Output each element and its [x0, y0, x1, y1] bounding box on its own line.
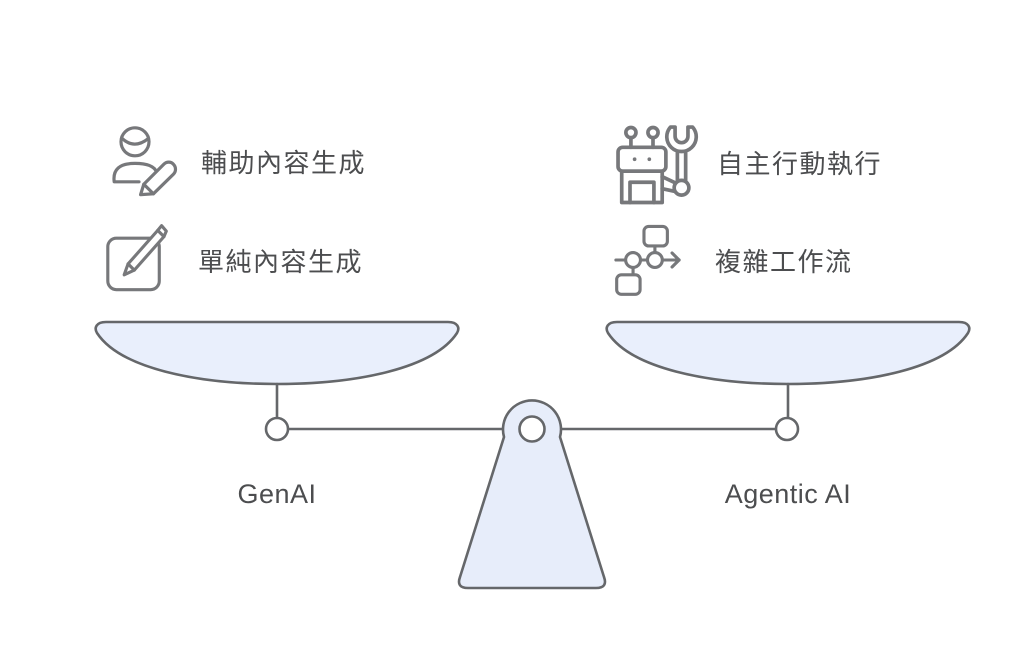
- feature-label: 輔助內容生成: [201, 147, 367, 178]
- right-pan-label: Agentic AI: [724, 479, 852, 509]
- feature-row-complex-workflow: 複雜工作流: [611, 221, 853, 299]
- person-edit-icon: [112, 126, 178, 197]
- notepad-pen-icon: [106, 224, 168, 292]
- workflow-icon: [614, 224, 681, 296]
- fulcrum: [457, 399, 607, 590]
- feature-label: 自主行動執行: [717, 148, 883, 179]
- left-pan-label: GenAI: [237, 479, 317, 509]
- robot-wrench-icon: [616, 125, 699, 205]
- feature-label: 單純內容生成: [198, 246, 364, 277]
- feature-label: 複雜工作流: [715, 246, 853, 277]
- feature-row-autonomous-action: 自主行動執行: [607, 116, 882, 208]
- feature-row-simple-generation: 單純內容生成: [100, 221, 363, 299]
- right-pan: [605, 320, 971, 442]
- fulcrum-pivot-hole: [518, 415, 546, 443]
- feature-row-assisted-generation: 輔助內容生成: [103, 121, 366, 201]
- left-pan: [94, 320, 460, 442]
